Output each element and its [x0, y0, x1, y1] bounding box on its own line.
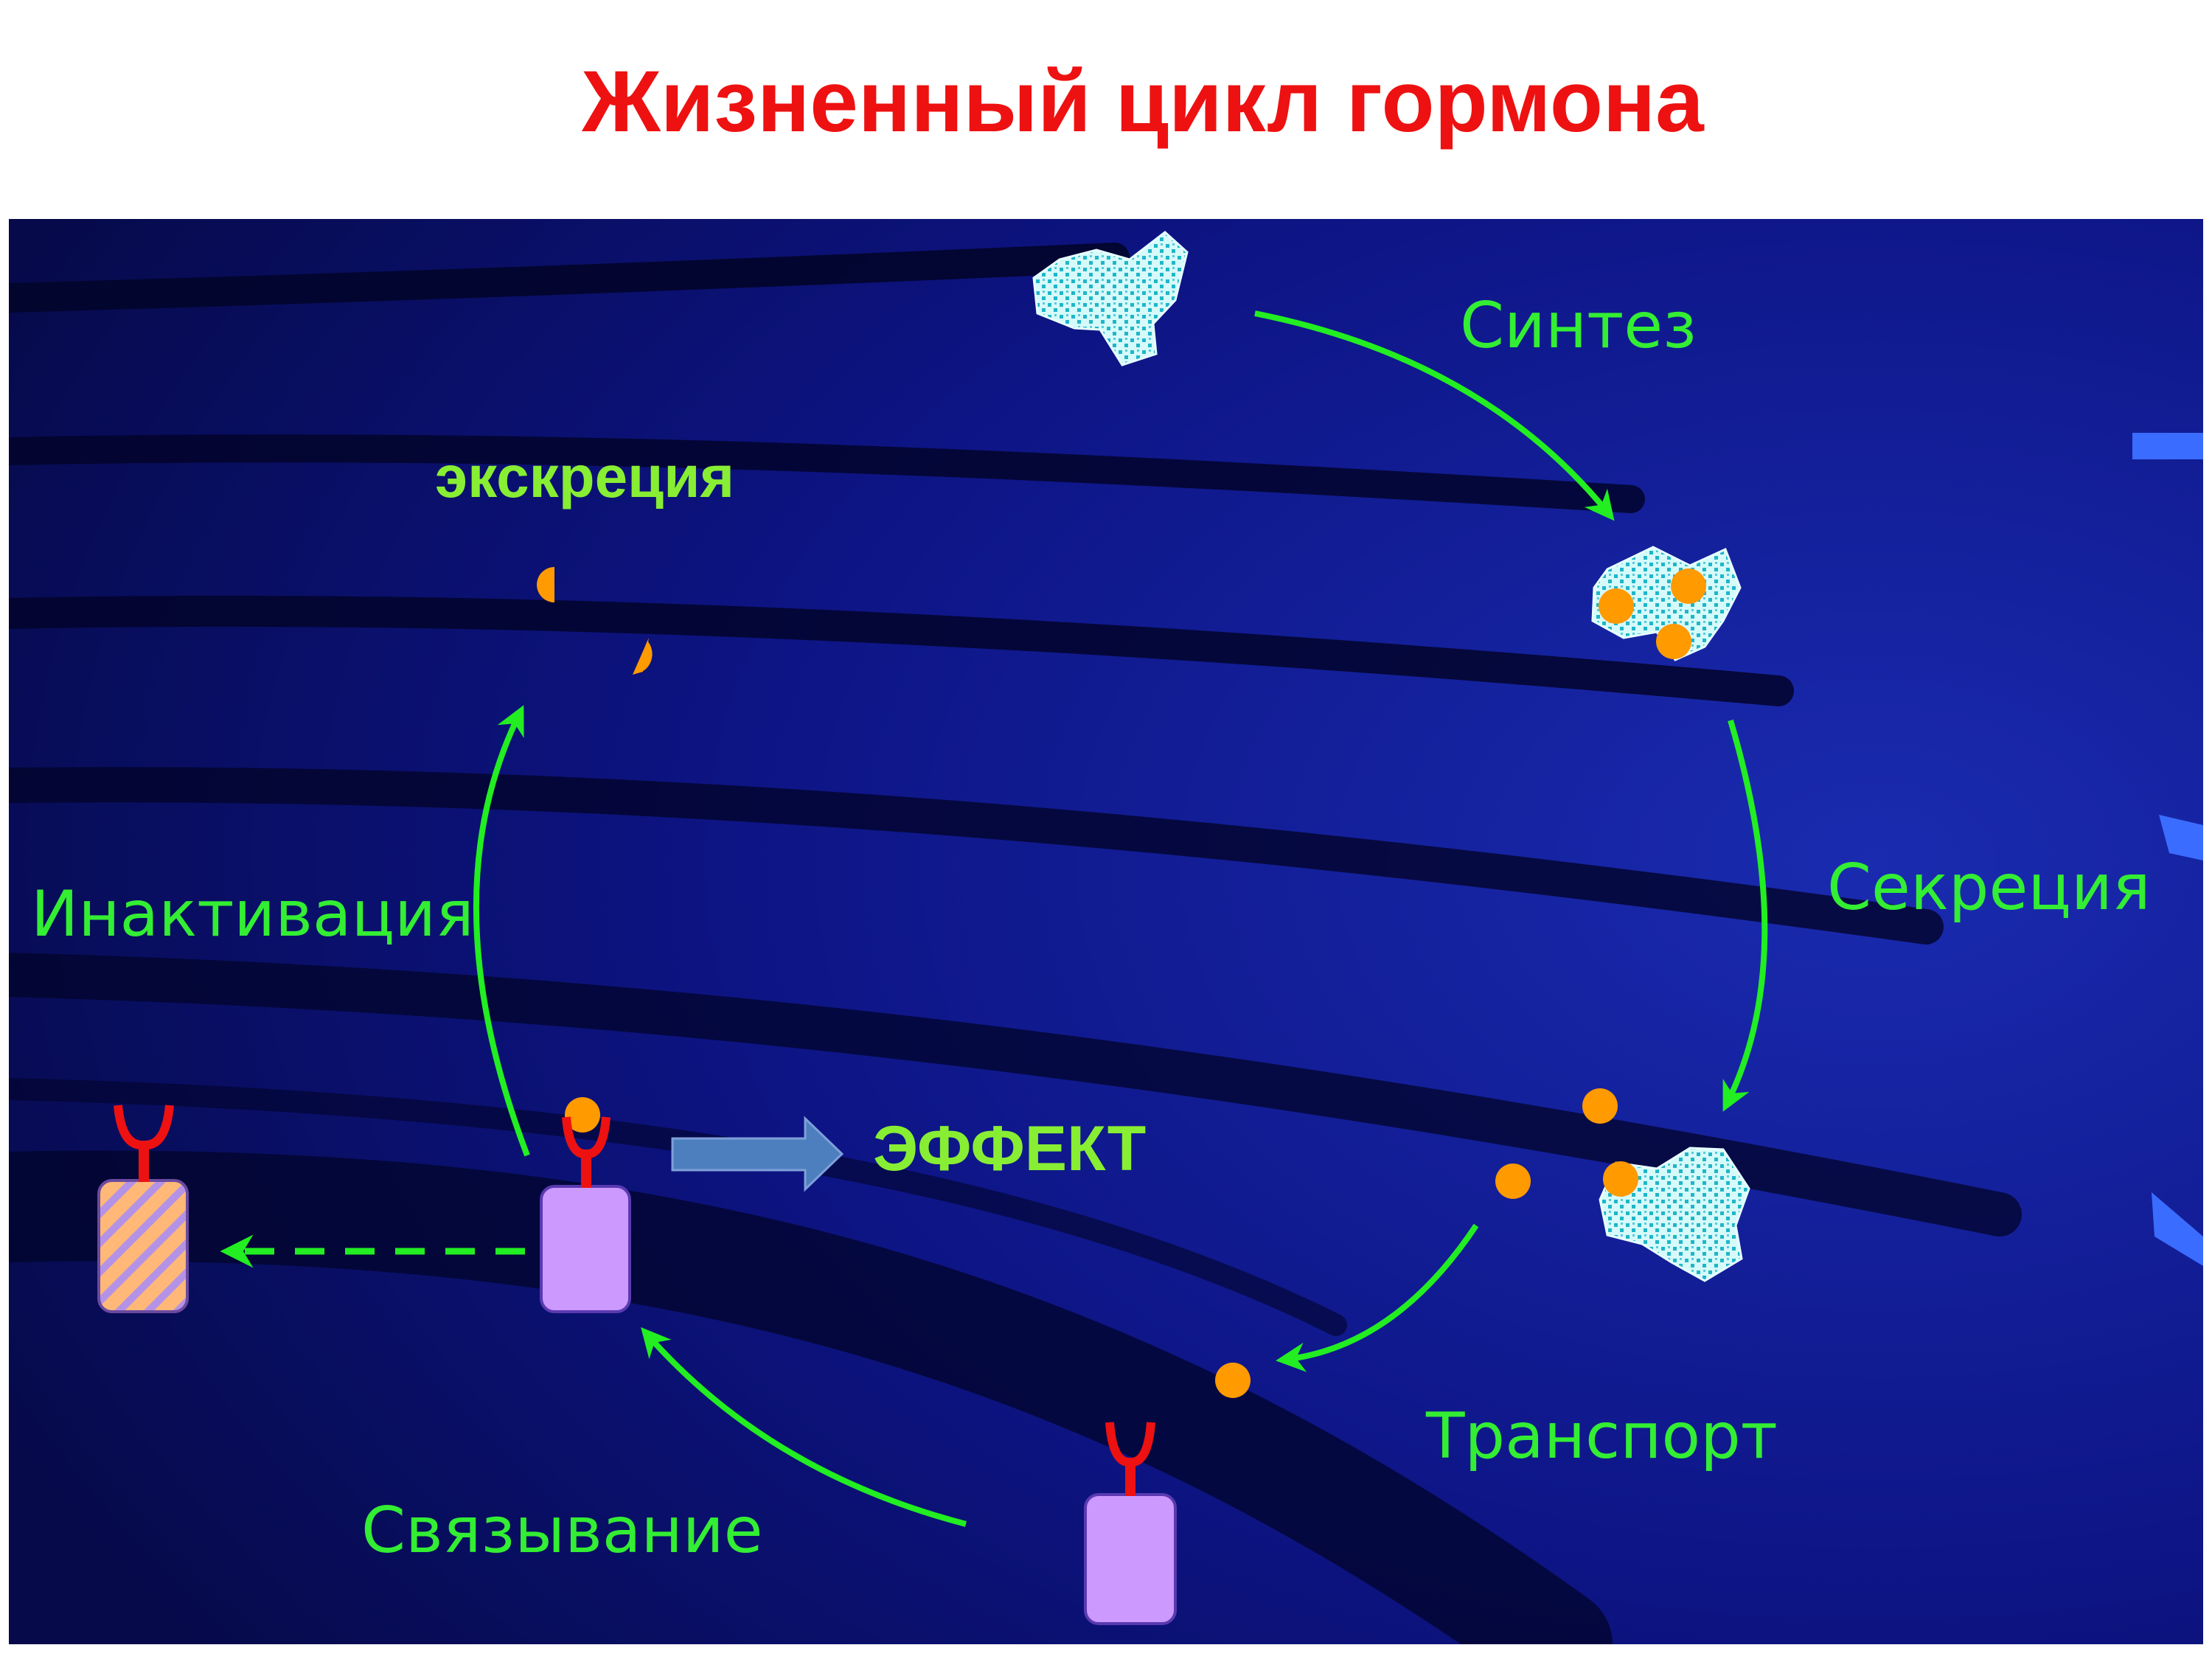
label-transport: Транспорт	[1426, 1399, 1778, 1473]
label-inactivation: Инактивация	[31, 877, 474, 951]
label-secretion: Секреция	[1827, 851, 2151, 925]
receptor-inactivated	[97, 1105, 189, 1313]
arrow-transport-to-target	[1276, 1223, 1479, 1372]
arrow-binding	[641, 1326, 967, 1527]
background-streaks	[9, 243, 2022, 1644]
degraded-hormone-fragments	[537, 567, 653, 675]
label-effect: ЭФФЕКТ	[873, 1113, 1147, 1184]
diagram-panel: Синтез Секреция Транспорт Связывание Ина…	[9, 219, 2203, 1644]
arrow-secretion-to-transport	[1722, 719, 1768, 1112]
label-binding: Связывание	[361, 1494, 763, 1568]
label-excretion: экскреция	[435, 444, 735, 509]
receptor-bound	[540, 1116, 631, 1313]
arrow-synthesis-to-secretion	[1254, 310, 1615, 521]
page-title: Жизненный цикл гормона	[582, 53, 1704, 150]
gland-cell-secretion	[1591, 546, 1742, 661]
diagram-canvas	[9, 219, 2203, 1644]
label-synthesis: Синтез	[1460, 289, 1697, 363]
receptor-free	[1084, 1422, 1177, 1625]
arrow-inactivation	[473, 705, 530, 1157]
gland-cell-synthesis	[1032, 231, 1189, 366]
hormone-molecules	[565, 568, 1706, 1398]
effect-arrow	[671, 1116, 844, 1192]
edge-highlights	[2132, 433, 2203, 1266]
